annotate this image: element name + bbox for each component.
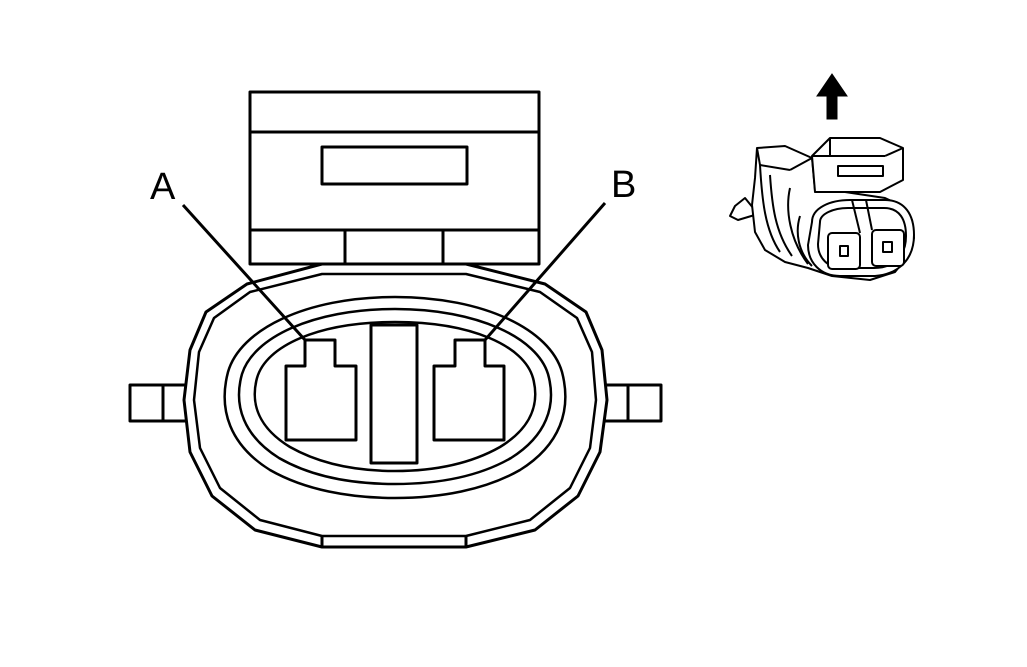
connector-face: A B (128, 90, 663, 549)
callout-line-b (483, 202, 607, 341)
seal-ring-inner (237, 307, 553, 486)
seal-ring-outer (223, 295, 567, 500)
callout-line-a (181, 203, 307, 342)
terminal-a (284, 338, 358, 442)
terminal-a-label: A (150, 166, 176, 208)
terminal-cavity (253, 320, 537, 473)
cavity-b-3d (871, 229, 905, 267)
terminal-b-label: B (611, 164, 636, 206)
cavity-a-3d (827, 232, 861, 270)
connector-orientation-view (729, 73, 915, 281)
terminal-b (432, 338, 506, 442)
side-ear-left (128, 383, 192, 423)
orientation-arrow-icon (816, 73, 848, 120)
side-ear-right (599, 383, 663, 423)
lock-tab (248, 90, 541, 266)
center-key-rib (369, 323, 419, 465)
